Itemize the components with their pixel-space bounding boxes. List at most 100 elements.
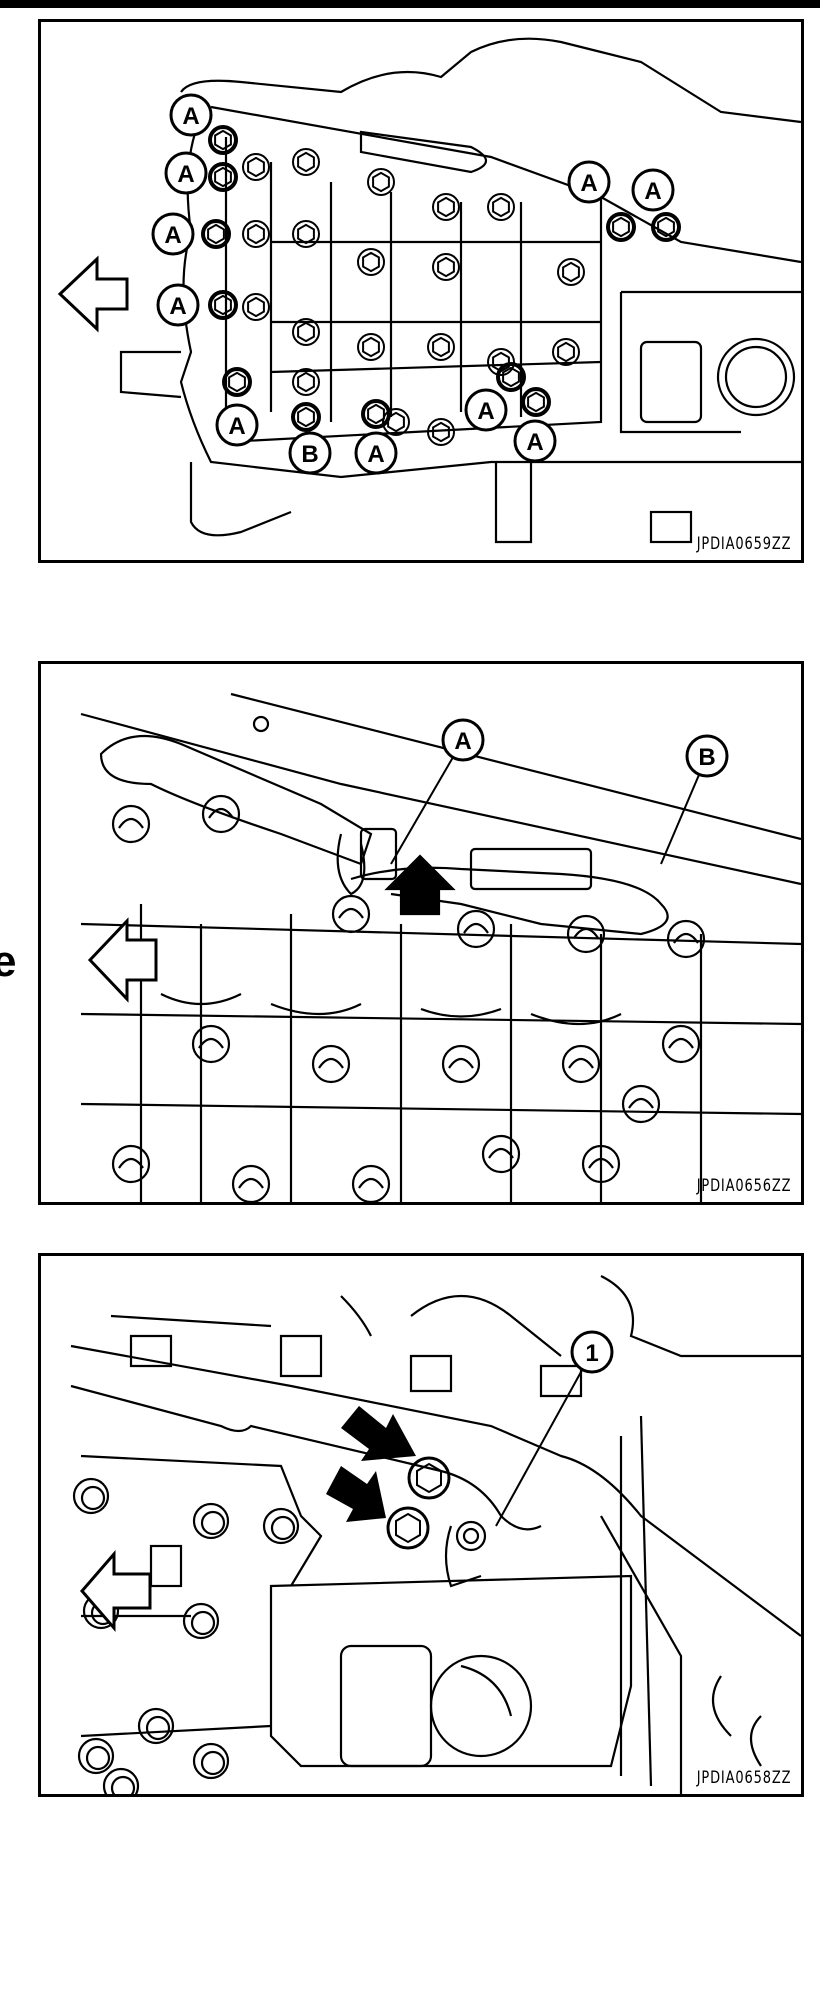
bolt-icon — [432, 253, 460, 281]
bolt-head-icon — [192, 1502, 230, 1540]
pointer-arrow-icon — [341, 1406, 416, 1461]
bolt-icon — [208, 290, 238, 320]
svg-text:B: B — [698, 744, 715, 771]
bolt-icon — [496, 362, 526, 392]
figure-bracket-bolts: 1 JPDIA0658ZZ — [38, 1253, 804, 1797]
callout-label: B — [685, 734, 729, 778]
bolt-head-icon — [111, 804, 151, 844]
bolt-head-icon — [456, 909, 496, 949]
bolt-head-icon — [102, 1767, 140, 1794]
figure-code: JPDIA0659ZZ — [696, 534, 791, 554]
bolt-icon — [432, 193, 460, 221]
bolt-icon — [292, 368, 320, 396]
svg-text:A: A — [169, 293, 186, 320]
bolt-head-icon — [481, 1134, 521, 1174]
front-direction-arrow-icon — [80, 1549, 152, 1633]
figure-code: JPDIA0658ZZ — [696, 1768, 791, 1788]
bolt-head-icon — [182, 1602, 220, 1640]
bolt-head-icon — [191, 1024, 231, 1064]
bolt-head-icon — [441, 1044, 481, 1084]
bolt-head-icon — [192, 1742, 230, 1780]
bolt-icon — [222, 367, 252, 397]
housing-lines — [80, 692, 801, 1202]
bolt-head-icon — [311, 1044, 351, 1084]
bolt-head-icon — [581, 1144, 621, 1184]
svg-text:A: A — [644, 178, 661, 205]
bolt-head-icon — [331, 894, 371, 934]
bolt-head-icon — [111, 1144, 151, 1184]
illustration-control-valve: A A A A A B A A A A A — [57, 37, 801, 544]
svg-text:A: A — [228, 413, 245, 440]
bolt-head-icon — [262, 1507, 300, 1545]
bolt-icon — [292, 318, 320, 346]
bolt-icon — [292, 220, 320, 248]
bolt-head-icon — [621, 1084, 661, 1124]
svg-text:A: A — [367, 441, 384, 468]
svg-text:A: A — [454, 728, 471, 755]
callout-label: 1 — [570, 1330, 614, 1374]
bolt-icon — [487, 193, 515, 221]
bolt-head-icon — [72, 1477, 110, 1515]
bolt-head-icon — [661, 1024, 701, 1064]
bolt-icon — [651, 212, 681, 242]
figure-control-valve-bolts: A A A A A B A A A A A JPDIA0659ZZ — [38, 19, 804, 563]
figure-harness-connectors: A B JPDIA0656ZZ — [38, 661, 804, 1205]
callout-label: A — [156, 283, 200, 327]
callout-label: A — [354, 431, 398, 475]
bolt-head-icon — [351, 1164, 391, 1202]
bolt-icon — [242, 153, 270, 181]
front-direction-arrow-icon — [87, 917, 158, 1003]
bolt-icon — [487, 348, 515, 376]
front-direction-arrow-icon — [57, 255, 129, 333]
svg-text:1: 1 — [585, 1340, 598, 1367]
svg-text:B: B — [301, 441, 318, 468]
bolt-head-icon — [566, 914, 606, 954]
bolt-icon — [201, 219, 231, 249]
housing-lines — [70, 1275, 801, 1794]
top-border-bar — [0, 0, 820, 8]
bolt-icon — [292, 148, 320, 176]
svg-text:A: A — [182, 103, 199, 130]
bolt-icon — [382, 408, 410, 436]
bolt-head-icon — [561, 1044, 601, 1084]
callout-label: A — [513, 419, 557, 463]
callout-label: A — [215, 403, 259, 447]
bolt-icon — [557, 258, 585, 286]
bolt-group — [72, 1477, 300, 1794]
bolt-icon — [606, 212, 636, 242]
bolt-head-icon — [201, 794, 241, 834]
svg-text:A: A — [526, 429, 543, 456]
bolt-group — [201, 125, 681, 446]
bolt-icon — [242, 220, 270, 248]
bolt-icon — [357, 333, 385, 361]
bolt-icon — [367, 168, 395, 196]
callout-label: A — [631, 168, 675, 212]
pointer-arrow-icon — [326, 1466, 386, 1522]
illustration-bracket: 1 — [70, 1275, 801, 1794]
bolt-head-icon — [666, 919, 706, 959]
leader-line — [390, 739, 464, 865]
callout-label: A — [151, 212, 195, 256]
bolt-head-icon — [231, 1164, 271, 1202]
svg-text:A: A — [164, 222, 181, 249]
bolt-head-icon — [77, 1737, 115, 1775]
bolt-icon — [552, 338, 580, 366]
target-bolt-hex — [386, 1456, 451, 1550]
callout-label: B — [288, 431, 332, 475]
callout-label: A — [169, 93, 213, 137]
cut-off-text: e — [0, 937, 17, 986]
svg-text:A: A — [177, 161, 194, 188]
svg-text:A: A — [477, 398, 494, 425]
leader-line — [495, 1351, 593, 1527]
pointer-arrow-icon — [384, 854, 456, 916]
bolt-icon — [208, 162, 238, 192]
bolt-icon — [427, 418, 455, 446]
bolt-group — [111, 794, 706, 1202]
callout-label: A — [464, 388, 508, 432]
callout-label: A — [567, 160, 611, 204]
bolt-head-icon — [137, 1707, 175, 1745]
figure-code: JPDIA0656ZZ — [696, 1176, 791, 1196]
callout-label: A — [164, 151, 208, 195]
bolt-icon — [357, 248, 385, 276]
bolt-icon — [361, 399, 391, 429]
